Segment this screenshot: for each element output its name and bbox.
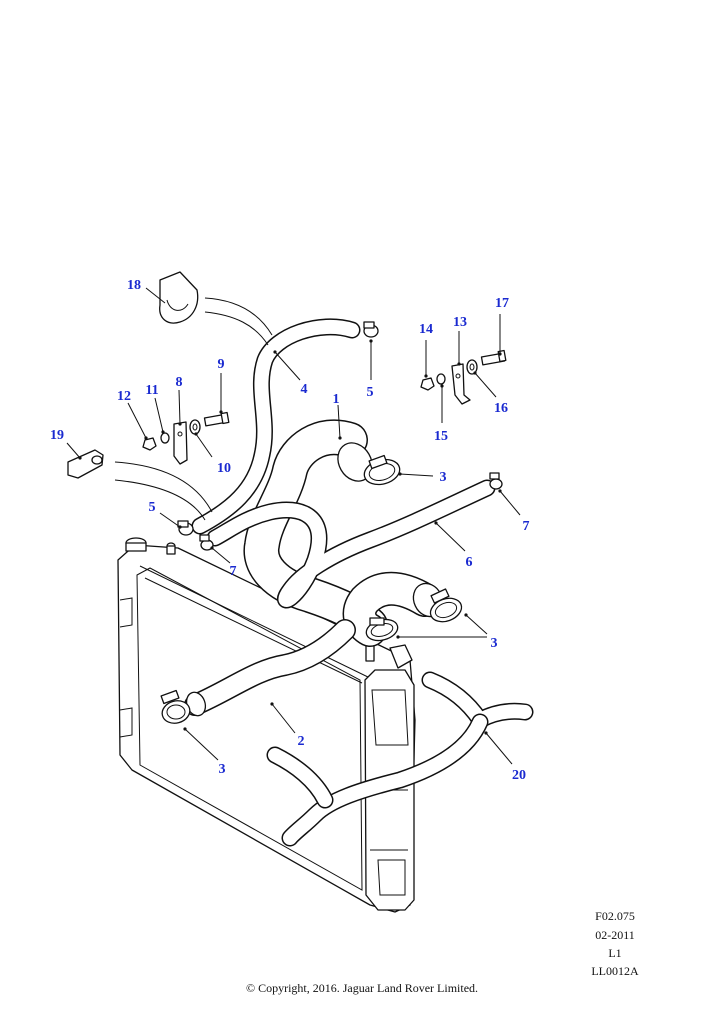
callout-3-left: 3 — [219, 762, 226, 777]
hose-lower-outlet — [342, 571, 444, 647]
callout-10: 10 — [217, 461, 231, 476]
washer-10 — [189, 419, 201, 435]
callout-9: 9 — [218, 357, 225, 372]
callout-17: 17 — [495, 296, 509, 311]
callout-2: 2 — [298, 734, 305, 749]
callout-11: 11 — [145, 383, 158, 398]
callout-5-top: 5 — [367, 385, 374, 400]
callout-7-left: 7 — [230, 564, 237, 579]
hose-1 — [243, 419, 388, 643]
callout-8: 8 — [176, 375, 183, 390]
clamp-3-mid — [365, 617, 399, 642]
hose-4 — [191, 318, 361, 535]
bolt-17 — [480, 349, 507, 366]
callout-7-right: 7 — [523, 519, 530, 534]
clamp-3-upper — [363, 454, 401, 486]
nut-12 — [142, 437, 157, 451]
washer-11 — [160, 432, 170, 444]
reference-date: 02-2011 — [595, 928, 635, 942]
callout-14: 14 — [419, 322, 433, 337]
callout-3-upper: 3 — [440, 470, 447, 485]
callout-1: 1 — [333, 392, 340, 407]
clamp-5-left — [177, 520, 194, 536]
clamp-3-right — [429, 588, 463, 623]
hose-2 — [184, 619, 356, 717]
hose-6 — [206, 479, 496, 609]
bracket-13 — [451, 363, 471, 405]
leader-lines — [66, 287, 521, 765]
reference-code: F02.075 — [595, 909, 635, 923]
hose-20 — [266, 671, 534, 847]
clamp-7-left — [199, 534, 214, 551]
clamp-7-right — [489, 472, 503, 490]
callout-18: 18 — [127, 278, 141, 293]
reference-level: L1 — [608, 946, 622, 960]
callout-12: 12 — [117, 389, 131, 404]
callout-15: 15 — [434, 429, 448, 444]
clip-19 — [67, 449, 104, 479]
callout-16: 16 — [494, 401, 508, 416]
washer-16 — [466, 359, 478, 375]
reference-illustration-id: LL0012A — [591, 964, 639, 978]
callout-5-left: 5 — [149, 500, 156, 515]
clamp-5-top — [363, 321, 379, 338]
callout-3-right: 3 — [491, 636, 498, 651]
callout-6: 6 — [466, 555, 473, 570]
washer-15 — [436, 373, 446, 385]
clip-18 — [159, 271, 199, 324]
callout-4: 4 — [301, 382, 308, 397]
callout-13: 13 — [453, 315, 467, 330]
nut-14 — [420, 377, 435, 391]
bolt-9 — [203, 411, 230, 427]
callout-19: 19 — [50, 428, 64, 443]
copyright-notice: © Copyright, 2016. Jaguar Land Rover Lim… — [245, 981, 479, 995]
bracket-8 — [173, 421, 188, 465]
clamp-3-left — [160, 689, 191, 724]
callout-20: 20 — [512, 768, 526, 783]
